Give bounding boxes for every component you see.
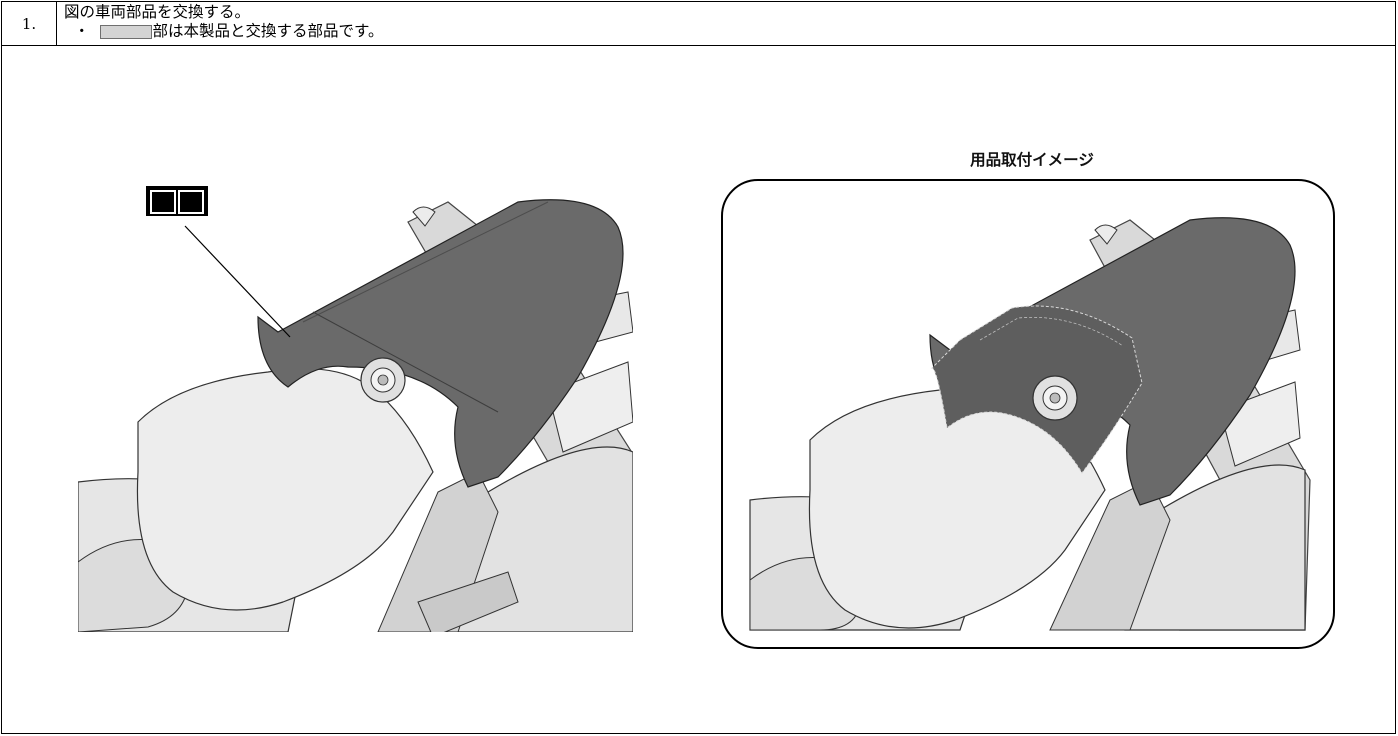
- open-book-icon: [146, 186, 208, 216]
- figure-original-seat: [78, 199, 633, 632]
- step-header-row: 1. 図の車両部品を交換する。 ・ 部は本製品と交換する部品です。: [2, 2, 1395, 46]
- note-bullet: ・: [74, 22, 90, 40]
- note-text: 部は本製品と交換する部品です。: [152, 22, 384, 40]
- highlight-swatch: [99, 24, 152, 39]
- step-number: 1.: [2, 2, 57, 45]
- figure-caption: 用品取付イメージ: [970, 151, 1094, 169]
- figure-installed-image: [721, 179, 1335, 649]
- step-text: 図の車両部品を交換する。 ・ 部は本製品と交換する部品です。: [64, 3, 383, 41]
- step-instruction: 図の車両部品を交換する。: [64, 3, 251, 21]
- step-note: ・ 部は本製品と交換する部品です。: [64, 22, 383, 41]
